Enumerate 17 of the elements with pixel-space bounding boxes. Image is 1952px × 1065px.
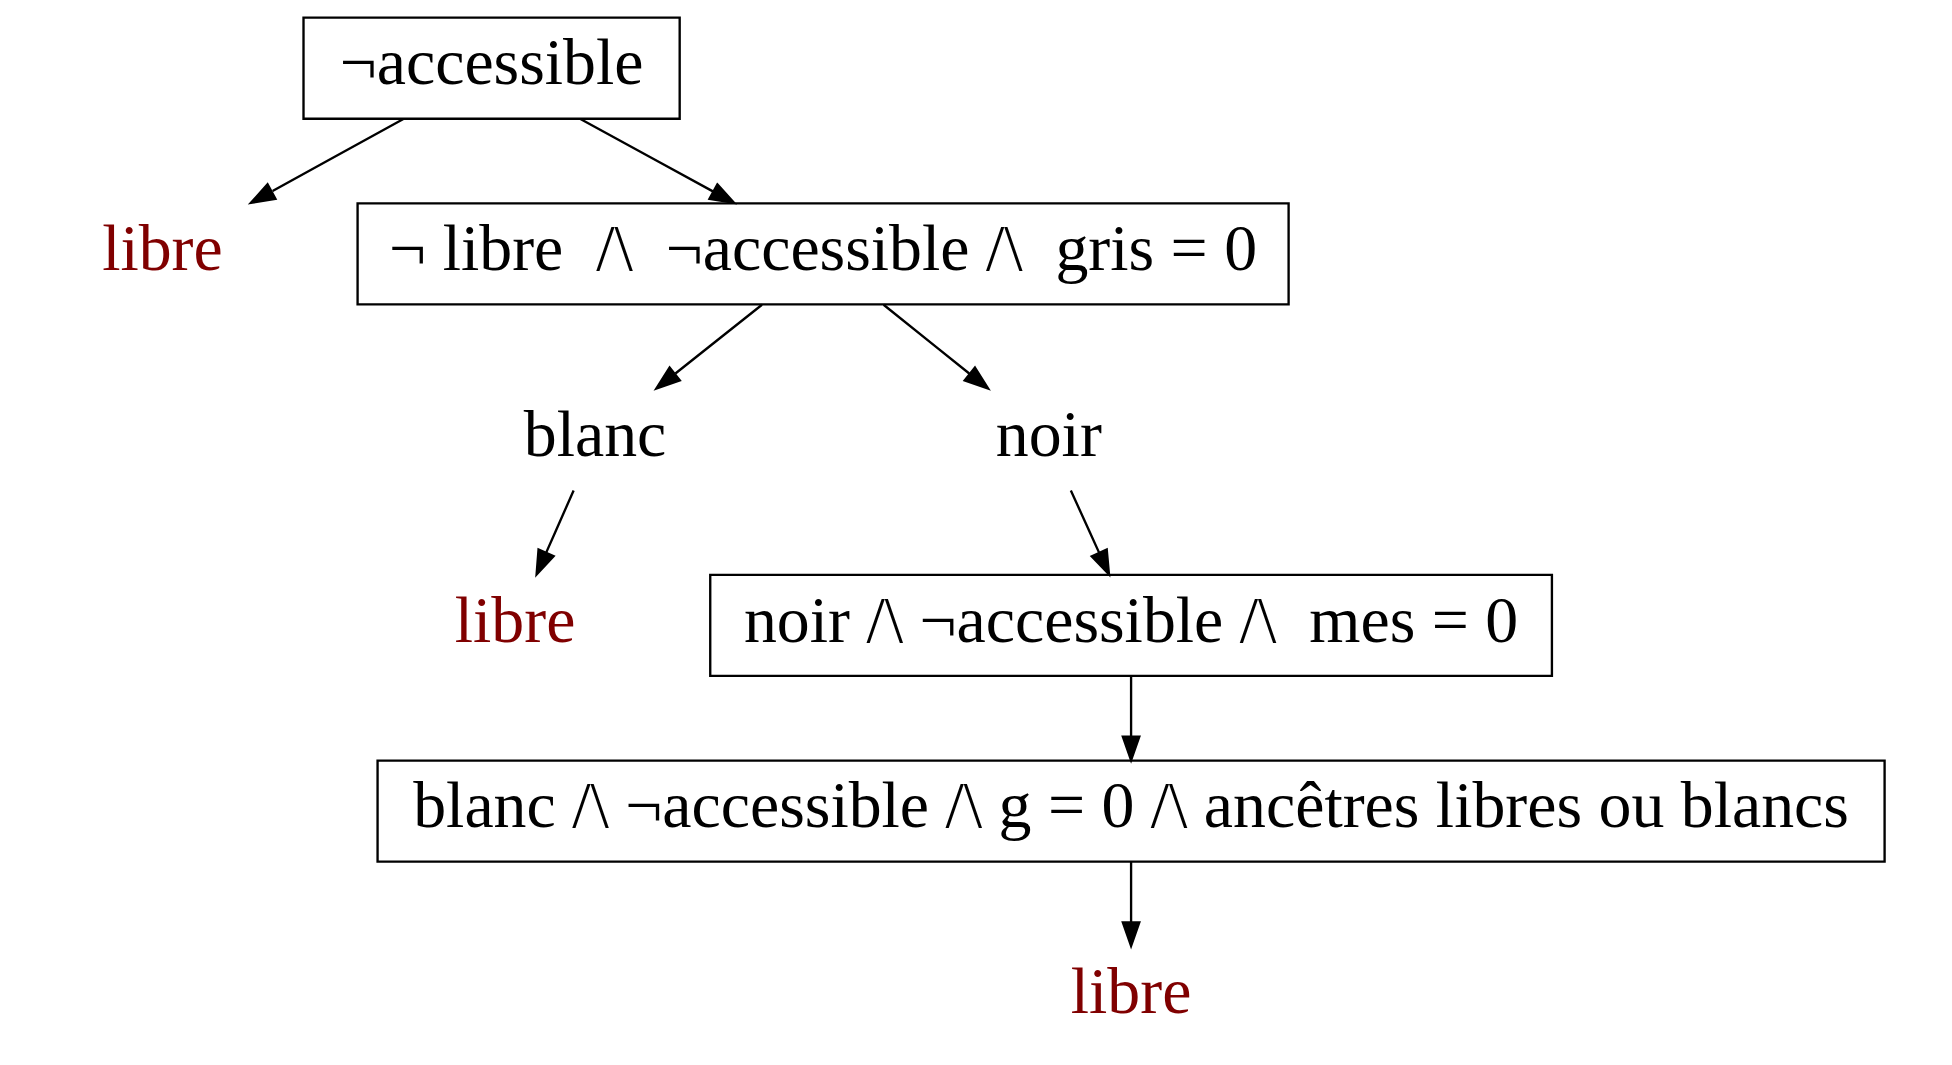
arrow bbox=[882, 303, 991, 391]
node-box: noir /\ ¬accessible /\ mes = 0 bbox=[708, 573, 1553, 678]
node-text: libre bbox=[101, 211, 223, 285]
arrow bbox=[534, 490, 575, 578]
arrow bbox=[579, 118, 737, 205]
node-text: libre bbox=[1070, 954, 1191, 1028]
arrow bbox=[247, 118, 404, 205]
node-box: ¬ libre /\ ¬accessible /\ gris = 0 bbox=[355, 202, 1290, 306]
arrow bbox=[653, 303, 763, 391]
node-box: ¬accessible bbox=[301, 16, 681, 120]
node-text: blanc bbox=[523, 396, 666, 470]
node-text: libre bbox=[454, 582, 575, 656]
arrow bbox=[1120, 861, 1141, 950]
node-box: blanc /\ ¬accessible /\ g = 0 /\ ancêtres libres ou blancs bbox=[375, 759, 1886, 863]
arrow bbox=[1120, 676, 1141, 764]
node-text: noir bbox=[995, 396, 1102, 470]
arrow bbox=[1069, 490, 1110, 578]
